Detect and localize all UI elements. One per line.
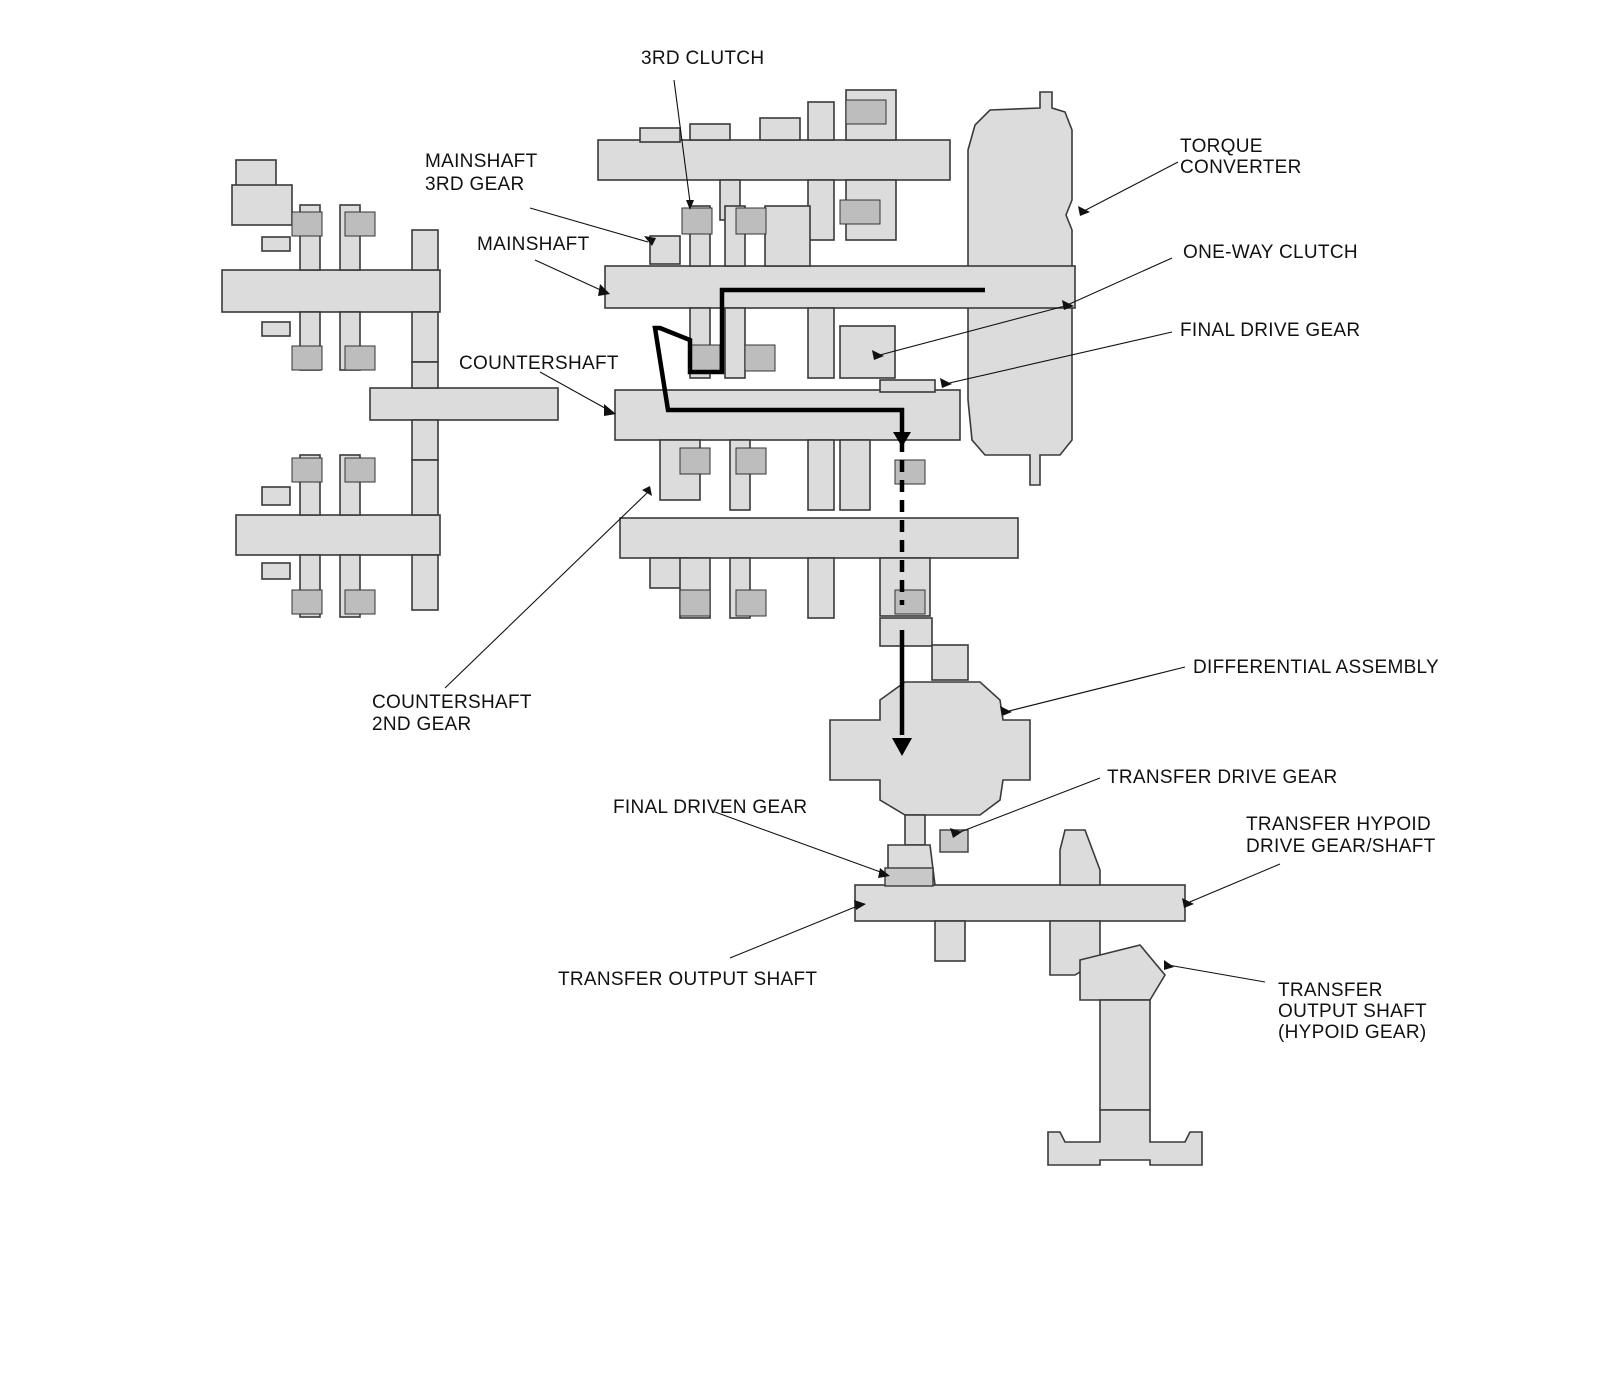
label-transfer-drive-gear: TRANSFER DRIVE GEAR [1107, 767, 1338, 788]
label-countershaft-2nd-gear-line1: COUNTERSHAFT [372, 692, 532, 713]
labels: 3RD CLUTCH MAINSHAFT 3RD GEAR MAINSHAFT … [372, 48, 1439, 1043]
flow-arrow-bottom [892, 738, 912, 756]
left-secondary-shaft-assembly [235, 454, 441, 618]
label-one-way-clutch: ONE-WAY CLUTCH [1183, 242, 1358, 263]
secondary-shaft-assembly [597, 89, 951, 241]
label-final-driven-gear: FINAL DRIVEN GEAR [613, 797, 807, 818]
label-torque-converter-line2: CONVERTER [1180, 157, 1302, 178]
label-mainshaft-3rd-gear-line1: MAINSHAFT [425, 151, 538, 172]
flow-arrow-top [893, 432, 911, 447]
label-transfer-output-hypoid-line3: (HYPOID GEAR) [1278, 1022, 1427, 1043]
label-mainshaft: MAINSHAFT [477, 234, 590, 255]
mainshaft-assembly [604, 205, 1076, 379]
label-transfer-hypoid-line1: TRANSFER HYPOID [1246, 814, 1431, 835]
label-countershaft-2nd-gear-line2: 2ND GEAR [372, 714, 472, 735]
transfer-assembly [854, 829, 1203, 1166]
label-mainshaft-3rd-gear-line2: 3RD GEAR [425, 174, 525, 195]
leader-lines [444, 79, 1281, 983]
label-countershaft: COUNTERSHAFT [459, 353, 619, 374]
label-transfer-hypoid-line2: DRIVE GEAR/SHAFT [1246, 836, 1436, 857]
label-transfer-output-shaft: TRANSFER OUTPUT SHAFT [558, 969, 817, 990]
label-transfer-output-hypoid-line1: TRANSFER [1278, 980, 1383, 1001]
left-countershaft-assembly [369, 361, 559, 461]
left-mainshaft-assembly [221, 159, 441, 371]
label-3rd-clutch: 3RD CLUTCH [641, 48, 764, 69]
label-transfer-output-hypoid-line2: OUTPUT SHAFT [1278, 1001, 1427, 1022]
label-final-drive-gear: FINAL DRIVE GEAR [1180, 320, 1360, 341]
label-differential-assembly: DIFFERENTIAL ASSEMBLY [1193, 657, 1439, 678]
label-torque-converter-line1: TORQUE [1180, 136, 1263, 157]
differential-assembly [829, 617, 1031, 853]
left-clutch-packs [291, 211, 376, 615]
power-flow-path [652, 287, 985, 756]
